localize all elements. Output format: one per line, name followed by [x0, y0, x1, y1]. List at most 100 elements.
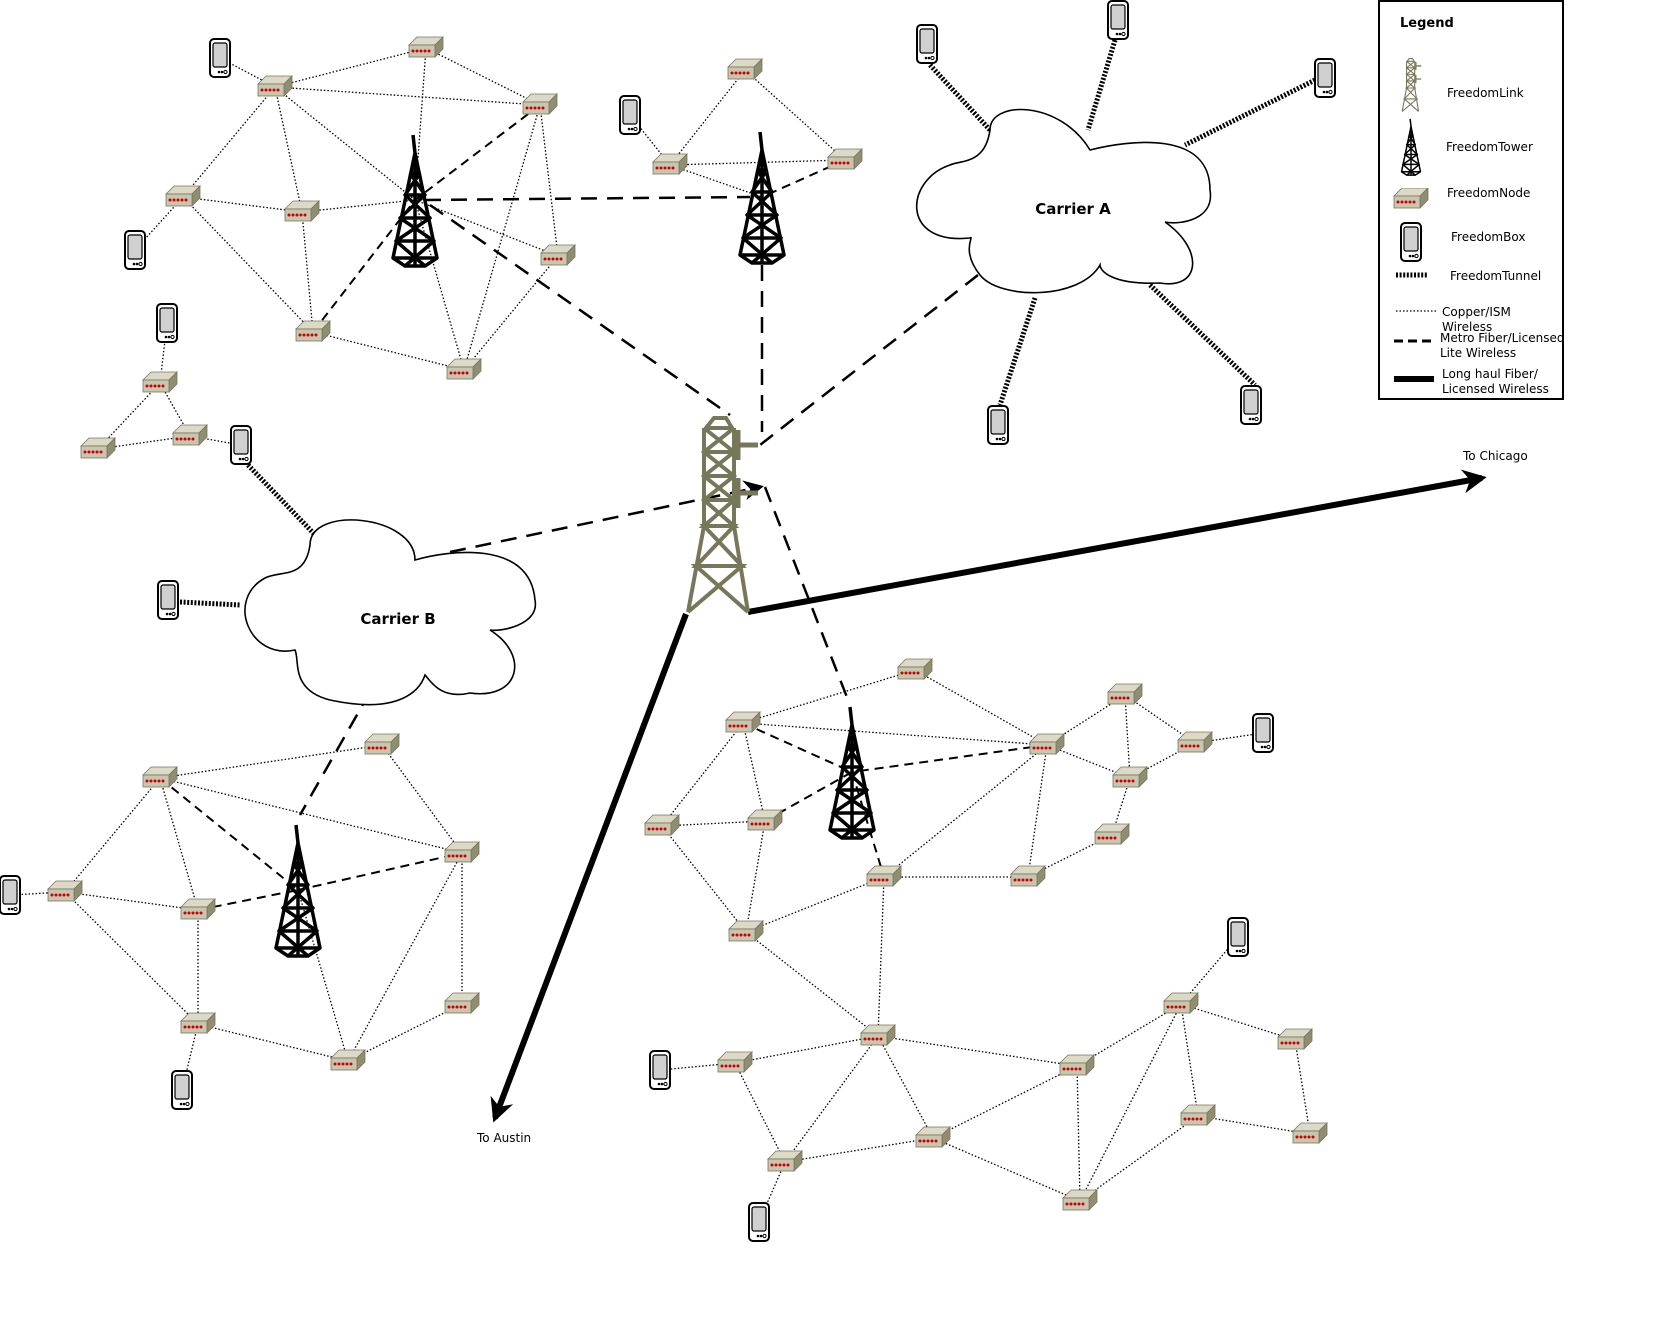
- freedomnode-icon: [180, 1012, 216, 1034]
- metro-fiber-link: [851, 744, 1048, 773]
- copper-ism-link: [742, 669, 916, 724]
- freedombox-icon: [1240, 385, 1262, 425]
- copper-ism-link: [745, 931, 879, 1037]
- freedomnode-icon: [257, 75, 293, 97]
- freedomnode-icon: [446, 358, 482, 380]
- freedomtower-icon: [1400, 118, 1422, 176]
- freedombox-icon: [619, 95, 641, 135]
- metro-fiber-link: [297, 852, 463, 891]
- freedombox-icon: [209, 38, 231, 78]
- long-haul-to-chicago: [747, 469, 1487, 615]
- copper-ism-link: [312, 331, 465, 371]
- copper-ism-link: [97, 382, 161, 450]
- copper-ism-link: [182, 86, 276, 198]
- freedombox-icon: [1400, 222, 1422, 262]
- freedombox-icon: [157, 580, 179, 620]
- solid-line-icon: [1394, 376, 1434, 382]
- freedombox-icon: [156, 303, 178, 343]
- freedomnode-icon: [540, 244, 576, 266]
- copper-ism-link: [784, 1035, 879, 1163]
- copper-ism-link: [159, 744, 383, 779]
- freedomnode-icon: [1177, 731, 1213, 753]
- copper-ism-link: [539, 104, 559, 257]
- freedomnode-icon: [1292, 1122, 1328, 1144]
- copper-ism-link: [669, 69, 746, 166]
- freedom-tunnel: [1085, 39, 1118, 131]
- copper-ism-link: [301, 211, 314, 333]
- legend-item-long-haul: Long haul Fiber/ Licensed Wireless: [1442, 367, 1549, 396]
- copper-ism-link: [414, 199, 465, 371]
- freedomnode-icon: [80, 437, 116, 459]
- copper-ism-link: [877, 1035, 1078, 1067]
- freedombox-icon: [1252, 713, 1274, 753]
- freedomnode-icon: [1107, 683, 1143, 705]
- freedom-tunnel: [179, 599, 241, 608]
- freedomnode-icon: [142, 371, 178, 393]
- legend-item-freedombox: FreedomBox: [1451, 230, 1526, 244]
- copper-ism-link: [347, 1003, 463, 1062]
- copper-ism-link: [159, 777, 199, 911]
- metro-fiber-link: [298, 691, 372, 816]
- copper-ism-link: [744, 69, 846, 161]
- freedomnode-icon: [408, 36, 444, 58]
- freedomnode-icon: [284, 200, 320, 222]
- legend: Legend FreedomLink FreedomTower FreedomN…: [1378, 0, 1564, 400]
- copper-ism-link: [661, 722, 744, 827]
- copper-ism-link: [1079, 1115, 1199, 1202]
- copper-ism-link: [197, 1023, 349, 1062]
- freedomnode-icon: [295, 320, 331, 342]
- freedombox-icon: [124, 230, 146, 270]
- copper-ism-link: [1180, 1003, 1199, 1117]
- metro-fiber-link: [429, 203, 731, 417]
- copper-ism-link: [758, 1161, 786, 1223]
- copper-ism-link: [381, 744, 463, 854]
- copper-ism-link: [784, 1137, 934, 1163]
- carrier-a-cloud: [916, 108, 1212, 294]
- copper-ism-link: [297, 889, 349, 1062]
- copper-ism-link: [64, 891, 199, 911]
- dashed-line-icon: [1394, 339, 1434, 343]
- copper-ism-link: [274, 86, 541, 106]
- freedomnode-icon: [1163, 992, 1199, 1014]
- copper-ism-link: [425, 47, 541, 106]
- copper-ism-link: [877, 1035, 934, 1139]
- copper-ism-link: [347, 852, 463, 1062]
- freedomnode-icon: [172, 424, 208, 446]
- copper-ism-link: [745, 820, 766, 933]
- copper-ism-link: [64, 777, 161, 893]
- freedombox-icon: [1314, 58, 1336, 98]
- freedombox-icon: [748, 1202, 770, 1242]
- copper-ism-link: [159, 777, 463, 854]
- legend-item-freedomlink: FreedomLink: [1447, 86, 1524, 100]
- freedom-tunnel: [1148, 283, 1257, 387]
- freedomnode-icon: [866, 865, 902, 887]
- legend-item-copper-ism: Copper/ISM Wireless: [1442, 305, 1511, 334]
- metro-fiber-link: [742, 722, 853, 773]
- freedombox-icon: [0, 875, 21, 915]
- carrier-b-cloud: [244, 519, 536, 706]
- copper-ism-link: [301, 199, 416, 213]
- freedomnode-icon: [728, 920, 764, 942]
- freedomnode-icon: [47, 880, 83, 902]
- freedomlink-tower-icon: [688, 418, 758, 612]
- copper-ism-link: [182, 196, 303, 213]
- freedomlink-tower-icon: [1401, 57, 1422, 112]
- freedomnode-icon: [165, 185, 201, 207]
- freedomtower-icon: [828, 705, 876, 840]
- freedomnode-icon: [1029, 733, 1065, 755]
- copper-ism-link: [877, 876, 885, 1037]
- freedomnode-icon: [330, 1049, 366, 1071]
- copper-ism-link: [1076, 1003, 1182, 1067]
- copper-ism-link: [661, 825, 747, 933]
- freedomnode-icon: [180, 898, 216, 920]
- freedombox-icon: [1107, 0, 1129, 40]
- freedomnode-icon: [644, 814, 680, 836]
- legend-item-freedomnode: FreedomNode: [1447, 186, 1531, 200]
- freedomnode-icon: [727, 58, 763, 80]
- freedomnode-icon: [1094, 823, 1130, 845]
- legend-item-metro-fiber: Metro Fiber/Licensed Lite Wireless: [1440, 331, 1565, 360]
- metro-fiber-link: [763, 486, 852, 706]
- freedomnode-icon: [1277, 1028, 1313, 1050]
- freedom-tunnel: [997, 297, 1038, 406]
